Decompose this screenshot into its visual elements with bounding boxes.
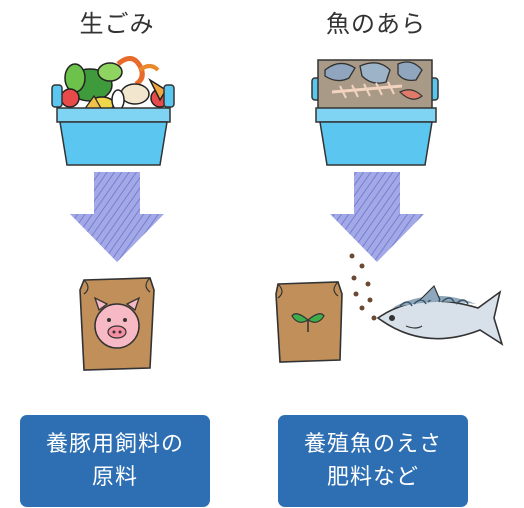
down-arrow-icon	[70, 172, 164, 262]
pig-feed-output-label: 養豚用飼料の 原料	[20, 415, 210, 507]
fish-pellets-icon	[349, 253, 377, 321]
output-line: 養豚用飼料の	[45, 432, 184, 457]
fish-scraps-title: 魚のあら	[326, 10, 426, 38]
fish-feed-fertilizer-output-label: 養殖魚のえさ 肥料など	[278, 415, 468, 507]
pig-feed-bag-icon	[79, 277, 155, 371]
down-arrow-icon	[330, 172, 424, 262]
food-waste-bin-icon	[51, 56, 175, 166]
output-line: 原料	[91, 465, 138, 490]
fish-scraps-bin-icon	[311, 59, 439, 166]
food-waste-title: 生ごみ	[79, 10, 155, 38]
output-line: 養殖魚のえさ	[303, 432, 442, 457]
output-line: 肥料など	[326, 465, 419, 490]
fertilizer-bag-icon	[275, 281, 343, 363]
mackerel-icon	[376, 284, 504, 346]
